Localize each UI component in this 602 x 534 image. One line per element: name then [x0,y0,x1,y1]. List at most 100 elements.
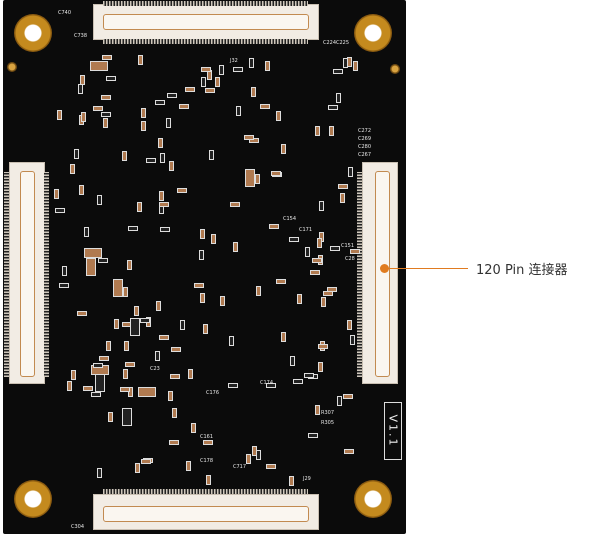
bottom-connector [93,494,319,530]
smd-component [76,311,87,317]
smd-component [275,279,286,285]
smd-component [249,58,255,69]
smd-component [211,234,217,245]
silk-label: R305 [321,420,335,426]
smd-component [90,61,109,72]
smd-component [280,332,286,343]
smd-component [176,187,187,193]
smd-component [140,121,146,132]
smd-component [352,61,358,72]
smd-component [122,369,128,380]
smd-component [96,468,102,479]
smd-component [138,55,144,65]
smd-component [122,287,128,298]
smd-component [166,118,172,129]
smd-component [346,319,352,330]
smd-component [314,404,320,415]
smd-component [121,407,132,426]
smd-component [312,258,323,264]
smd-component [309,269,320,275]
top-connector [93,4,319,40]
silk-label: C171 [299,227,313,233]
smd-component [200,293,206,304]
smd-component [128,387,134,398]
smd-component [230,201,241,207]
silk-label: C738 [74,33,88,39]
version-label-box: V1.1 [384,402,402,460]
smd-component [125,362,135,368]
smd-component [243,135,254,141]
smd-component [71,370,77,381]
callout-line [388,268,468,269]
smd-component [94,374,105,393]
smd-component [154,99,165,105]
smd-component [254,174,260,185]
smd-component [158,138,164,149]
silk-label: C225 [336,40,350,46]
smd-component [319,201,325,212]
smd-component [323,290,334,296]
smd-component [256,449,262,460]
silk-label: C151 [341,243,355,249]
smd-component [255,286,261,297]
smd-component [342,58,348,69]
smd-component [114,318,120,329]
smd-component [167,93,178,99]
smd-component [201,67,212,73]
smd-component [228,335,234,346]
silk-label: C23 [150,366,160,372]
smd-component [158,191,164,202]
smd-component [297,293,303,304]
smd-component [134,306,140,317]
silk-label: C28 [345,256,355,262]
smd-component [57,110,63,121]
smd-component [179,319,185,330]
smd-component [101,95,112,101]
smd-component [97,257,108,263]
smd-component [202,440,213,446]
smd-component [59,283,70,289]
silk-label: C304 [71,524,85,530]
smd-component [97,194,103,205]
smd-component [219,65,225,76]
smd-component [335,92,341,103]
smd-component [339,193,345,204]
smd-component [188,369,194,379]
smd-component [61,266,67,277]
smd-component [270,171,281,177]
silk-label: C280 [358,144,372,150]
version-label: V1.1 [386,414,400,448]
smd-component [120,386,131,392]
smd-component [315,126,321,137]
smd-component [303,372,314,378]
smd-component [168,391,174,402]
smd-component [81,111,87,122]
smd-component [191,422,197,433]
smd-component [289,476,295,487]
smd-component [113,279,124,298]
smd-component [205,474,211,485]
smd-component [233,66,244,72]
mounting-hole [354,480,392,518]
smd-component [171,346,182,352]
left-connector [9,162,45,384]
smd-component [138,387,157,398]
smd-component [265,463,276,469]
smd-component [123,340,129,351]
smd-component [139,318,150,324]
smd-component [269,223,280,229]
smd-component [201,77,207,88]
smd-component [171,407,177,418]
pcb-board: J32 J29 C740 C738 C224 C225 C272 C269 C2… [3,0,406,534]
smd-component [93,105,104,111]
smd-component [260,104,271,110]
smd-component [66,380,72,391]
smd-component [290,355,296,366]
smd-component [82,386,93,392]
smd-component [140,107,146,118]
mounting-hole [14,14,52,52]
mounting-hole [354,14,392,52]
smd-component [246,454,252,465]
silk-label: C174 [260,380,274,386]
smd-component [107,411,113,422]
